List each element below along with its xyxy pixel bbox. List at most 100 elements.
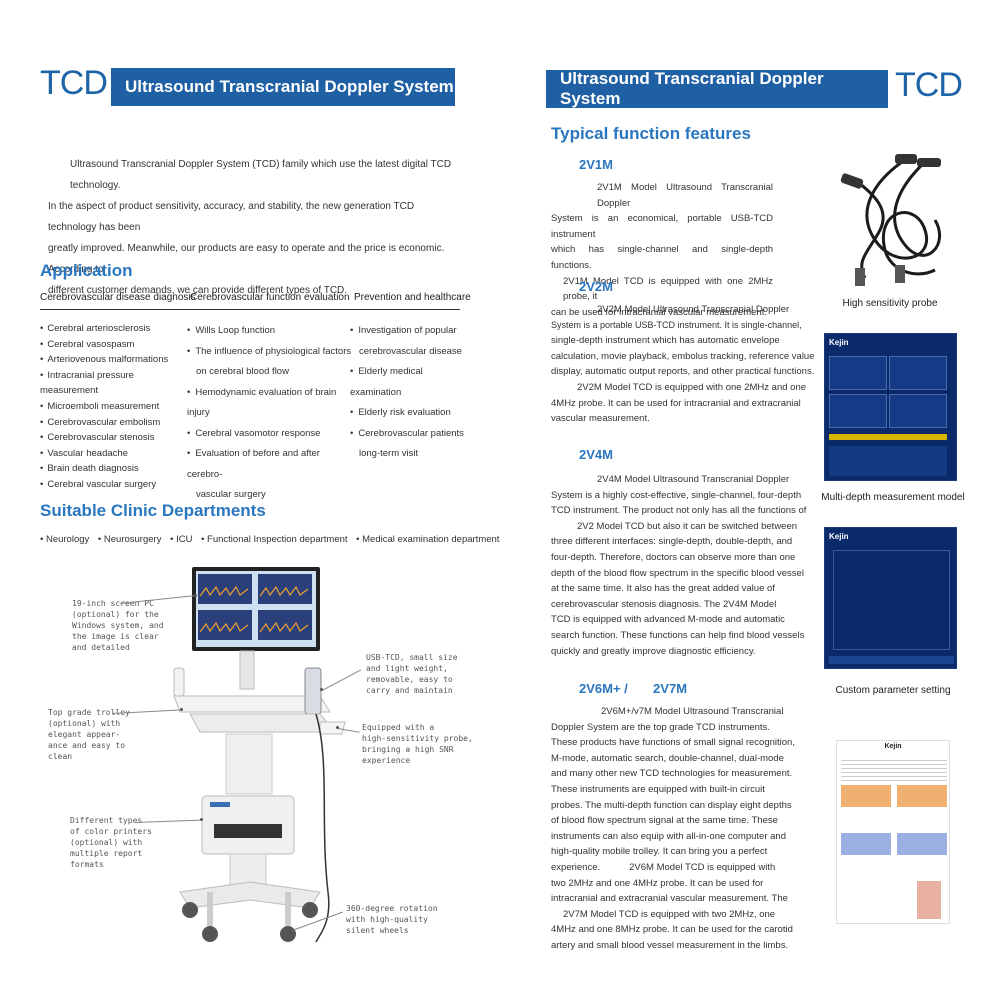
list-item: Cerebrovascular embolism [40,415,190,431]
desc-line: TCD is equipped with advanced M-mode and… [551,614,785,626]
list-item-continuation: on cerebral blood flow [196,366,289,377]
callout-line: Equipped with a [362,723,435,732]
departments-row: • Neurology • Neurosurgery • ICU • Funct… [40,534,500,545]
screen-brand: Kejin [829,532,849,541]
report-spectrum [841,833,891,855]
desc-line: TCD instrument. The product not only has… [551,505,807,517]
column-head-evaluation: Cerebrovascular function evaluation [190,292,350,303]
report-spectrum [897,785,947,807]
multi-depth-screen: Kejin [824,333,957,481]
callout-line: USB-TCD, small size [366,653,458,662]
callout-line: elegant appear- [48,730,121,739]
intro-line: different customer demands, we can provi… [48,285,348,296]
parameter-panel [833,550,950,650]
callout-wheels: 360-degree rotation with high-quality si… [346,903,438,936]
list-item: Investigation of popular [350,321,468,342]
list-item: The influence of physiological factors [187,342,357,363]
desc-line: M-mode, automatic search, double-channel… [551,752,784,764]
list-item: Intracranial pressure measurement [40,368,190,399]
list-item: Cerebrovascular stenosis [40,430,190,446]
leader-dot [336,726,339,729]
column-head-prevention: Prevention and healthcare [354,292,471,303]
screen-chart [829,394,887,428]
left-tcd-label: TCD [40,64,108,102]
list-item: Cerebrovascular patients [350,424,468,445]
callout-line: 19-inch screen PC [72,599,154,608]
callout-line: ance and easy to [48,741,126,750]
model-desc-2v6m-2v7m: 2V6M+/v7M Model Ultrasound Transcranial … [551,704,795,954]
desc-line: artery and small blood vessel measuremen… [551,939,789,951]
trolley-drawing [173,567,346,943]
custom-parameter-screen: Kejin [824,527,957,669]
leader-dot [180,708,183,711]
report-table [841,757,947,781]
list-item: Evaluation of before and after cerebro- [187,444,357,485]
model-name-2v4m: 2V4M [579,447,613,462]
list-item: Elderly medical examination [350,362,468,403]
desc-line: 2V7M Model TCD is equipped with two 2MHz… [563,908,776,920]
intro-paragraph: Ultrasound Transcranial Doppler System (… [48,154,460,301]
callout-line: Top grade trolley [48,708,130,717]
list-item: Microemboli measurement [40,399,190,415]
desc-line: 4MHz probe. It can be used for intracran… [551,397,801,409]
caption-probe: High sensitivity probe [842,298,938,309]
callout-line: carry and maintain [366,686,453,695]
callout-probe: Equipped with a high-sensitivity probe, … [362,722,473,766]
report-spectrum [897,833,947,855]
desc-line: of blood flow spectrum signal at the sam… [551,815,778,827]
model-desc-2v1m: 2V1M Model Ultrasound Transcranial Doppl… [551,180,773,320]
report-brand: Kejin [884,743,902,750]
left-banner-title: Ultrasound Transcranial Doppler System [125,77,454,96]
desc-line: 2V1M Model TCD is equipped with one 2MHz… [563,275,773,303]
report-page-image: Kejin [836,740,950,924]
desc-line: 4MHz and one 8MHz probe. It can be used … [551,924,793,936]
callout-line: the image is clear [72,632,159,641]
screen-bar [829,434,947,440]
desc-line: can be used for intracranial vascular me… [551,306,767,318]
desc-line: 2V4M Model Ultrasound Transcranial Doppl… [597,474,790,485]
list-item-continuation: long-term visit [359,448,419,459]
callout-line: removable, easy to [366,675,453,684]
intro-line: greatly improved. Meanwhile, our product… [48,243,445,275]
desc-line: instruments can also equip with all-in-o… [551,830,786,842]
callout-line: multiple report [70,849,143,858]
callout-line: of color printers [70,827,152,836]
prevention-list: Investigation of popular cerebrovascular… [350,321,468,465]
desc-line: high-quality mobile trolley. It can brin… [551,846,768,858]
department-item: ICU [176,534,193,545]
desc-line: 2V2M Model Ultrasound Transcranial Doppl… [597,304,790,315]
features-heading: Typical function features [551,124,751,143]
probe-drawing [840,154,942,286]
desc-line: cerebrovascular stenosis diagnosis. The … [551,598,777,610]
leader-dot [290,928,293,931]
callout-line: experience [362,756,411,765]
desc-line: 2V1M Model Ultrasound Transcranial Doppl… [597,182,773,209]
left-title-banner: Ultrasound Transcranial Doppler System [111,68,455,106]
desc-line: four-depth. Therefore, doctors can obser… [551,551,796,563]
callout-line: bringing a high SNR [362,745,454,754]
report-vessel-diagram [917,881,941,919]
list-item: Cerebral vasospasm [40,337,190,353]
leader-dot [194,594,197,597]
callout-printer: Different types of color printers (optio… [70,815,152,870]
list-item-continuation: vascular surgery [196,489,266,500]
list-item-continuation: cerebrovascular disease [359,345,462,357]
probe-image [835,150,955,290]
callout-trolley: Top grade trolley (optional) with elegan… [48,707,130,762]
desc-line: vascular measurement. [551,413,650,425]
desc-line: which has single-channel and single-dept… [551,244,773,271]
leader-dot [320,688,323,691]
desc-line: depth of the blood flow spectrum in the … [551,567,804,579]
callout-line: Different types [70,816,143,825]
intro-line: Ultrasound Transcranial Doppler System (… [70,159,452,191]
list-item: Elderly risk evaluation [350,403,468,424]
desc-line: single-depth instrument which has automa… [551,335,780,347]
caption-custom-parameter: Custom parameter setting [835,685,951,696]
column-rule [40,309,460,310]
model-desc-2v2m: 2V2M Model Ultrasound Transcranial Doppl… [551,302,815,427]
desc-line: search function. These functions can hel… [551,629,805,641]
screen-controls [829,446,947,476]
leader-dot [200,818,203,821]
desc-line: display, automatic output reports, and o… [551,366,815,378]
callout-line: and detailed [72,643,130,652]
